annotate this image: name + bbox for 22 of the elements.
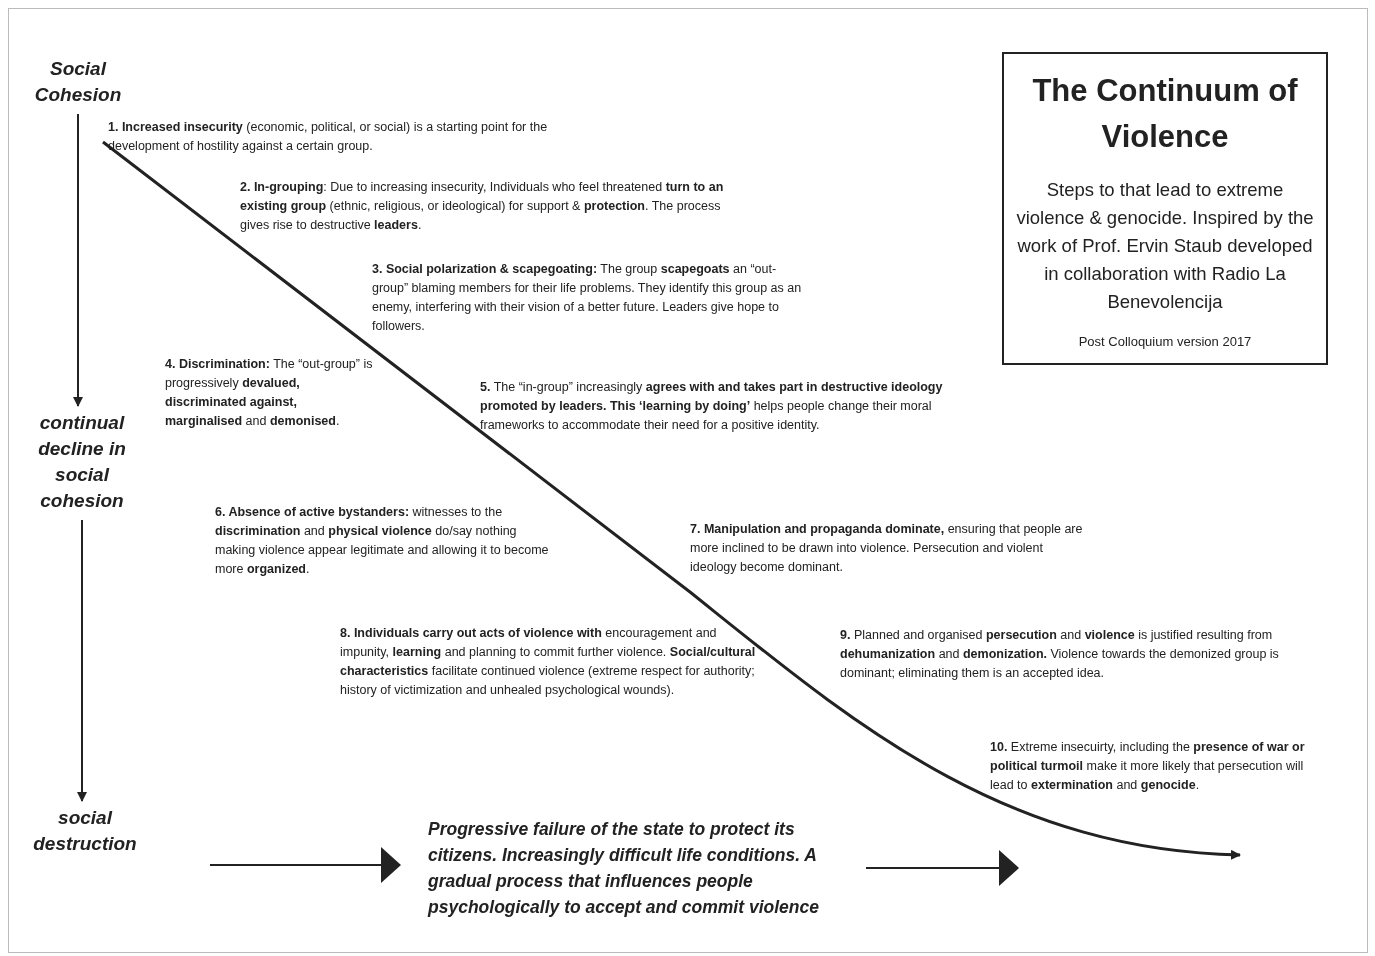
step-text: 8. Individuals carry out acts of violence with encouragement and impunity, learning and planning to commit further violence. Social/cultural characteristics facilitate continued violence (extreme respect for authority; history of victimization and unhealed psychological wounds). (340, 625, 757, 699)
arrow (865, 850, 1019, 886)
axis-label: Social Cohesion (28, 56, 128, 108)
title-heading: The Continuum of Violence (1031, 72, 1299, 156)
step-text: 2. In-grouping: Due to increasing insecurity, Individuals who feel threatened turn to an existing group (ethnic, religious, or ideological) for support & protection. The process gives rise to destructive leaders. (240, 179, 725, 234)
step-text: 6. Absence of active bystanders: witnesses to the discrimination and physical violence do/say nothing making violence appear legitimate and allowing it to become more organized. (215, 504, 550, 578)
axis-label: continual decline in social cohesion (22, 410, 142, 514)
axis-label: social destruction (20, 805, 150, 857)
subtitle-text: Steps to that lead to extreme violence & genocide. Inspired by the work of Prof. Ervin Staub developed in collaboration with Radio La Benevolencija (1015, 178, 1315, 314)
process-text: Progressive failure of the state to protect its citizens. Increasingly difficult life conditions. A gradual process that influences people psychologically to accept and commit violence (428, 816, 848, 920)
step-text: 9. Planned and organised persecution and violence is justified resulting from dehumanization and demonization. Violence towards the demonized group is dominant; eliminating them is an accepted idea. (840, 627, 1280, 682)
version-note: Post Colloquium version 2017 (1077, 334, 1253, 349)
arrow (73, 113, 83, 407)
step-text: 5. The “in-group” increasingly agrees with and takes part in destructive ideology promoted by leaders. This ‘learning by doing’ helps people change their moral frameworks to accommodate their need for a positive identity. (480, 379, 944, 434)
step-text: 10. Extreme insecuirty, including the presence of war or political turmoil make it more likely that persecution will lead to extermination and genocide. (990, 739, 1306, 794)
arrow (209, 847, 401, 883)
step-text: 3. Social polarization & scapegoating: The group scapegoats an “out-group” blaming members for their life problems. They identify this group as an enemy, interfering with their vision of a better future. Leaders give hope to followers. (372, 261, 802, 335)
title-box (1002, 52, 1328, 365)
step-text: 7. Manipulation and propaganda dominate, ensuring that people are more inclined to be drawn into violence. Persecution and violent ideology become dominant. (690, 521, 1084, 576)
step-text: 1. Increased insecurity (economic, political, or social) is a starting point for the development of hostility against a certain group. (108, 119, 549, 155)
arrow (77, 519, 87, 802)
step-text: 4. Discrimination: The “out-group” is progressively devalued, discriminated against, marginalised and demonised. (165, 356, 374, 430)
